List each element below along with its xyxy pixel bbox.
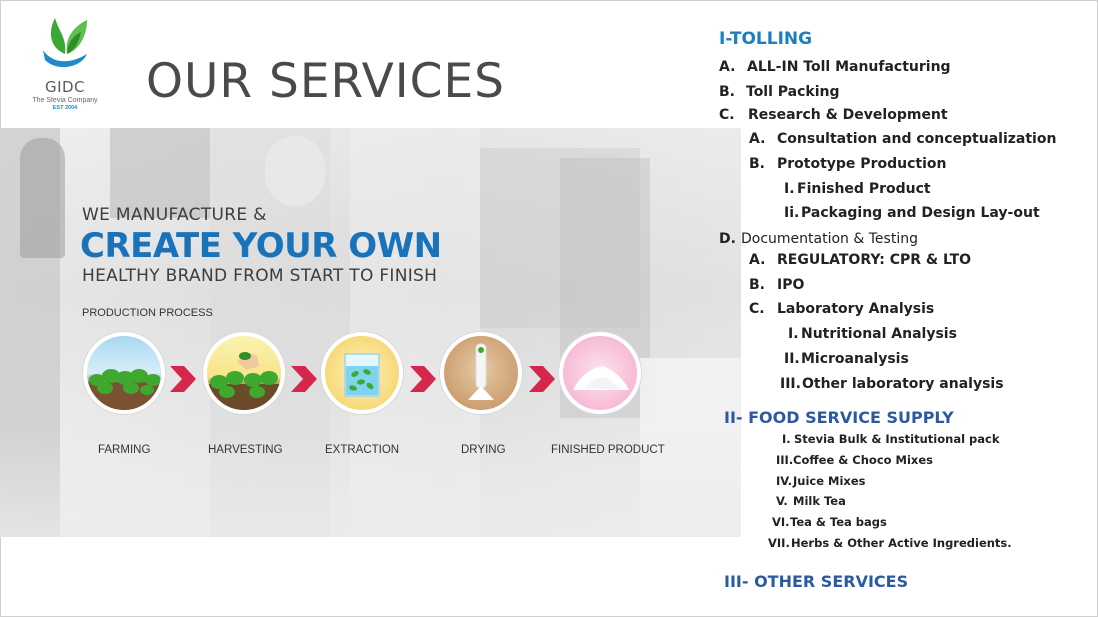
list-item: I.Nutritional Analysis	[788, 326, 957, 342]
process-label: PRODUCTION PROCESS	[82, 307, 213, 319]
list-item: VII.Herbs & Other Active Ingredients.	[768, 536, 1012, 550]
step-label-finished-product: FINISHED PRODUCT	[551, 444, 665, 456]
list-item: III.Other laboratory analysis	[780, 376, 1004, 392]
step-finished-product	[559, 332, 641, 432]
list-item: B.IPO	[749, 277, 805, 293]
step-label-harvesting: HARVESTING	[208, 444, 283, 456]
logo-brand-name: GIDC	[44, 78, 86, 96]
step-drying	[440, 332, 522, 432]
section-heading-other-services: III- OTHER SERVICES	[724, 572, 909, 591]
banner-line-2: CREATE YOUR OWN	[80, 226, 442, 266]
list-item: I.Finished Product	[784, 181, 931, 197]
list-item: II.Microanalysis	[784, 351, 909, 367]
list-item: A.REGULATORY: CPR & LTO	[749, 252, 972, 268]
arrow-right-icon	[291, 366, 317, 392]
banner-line-3: HEALTHY BRAND FROM START TO FINISH	[82, 266, 438, 286]
list-item: A.ALL-IN Toll Manufacturing	[719, 59, 951, 75]
arrow-right-icon	[529, 366, 555, 392]
leaf-hand-logo-icon	[43, 18, 87, 68]
powder-pile-icon	[573, 366, 629, 390]
water-glass-leaves-icon	[344, 353, 380, 397]
logo-tagline: The Stevia Company	[32, 97, 98, 104]
list-item: C.Laboratory Analysis	[749, 301, 935, 317]
logo-established: EST 2004	[52, 105, 78, 111]
step-extraction	[321, 332, 403, 432]
step-farming	[83, 332, 165, 432]
list-item: C.Research & Development	[719, 107, 948, 123]
list-item: III.Coffee & Choco Mixes	[776, 453, 933, 467]
step-label-drying: DRYING	[461, 444, 506, 456]
step-harvesting	[203, 332, 285, 432]
list-item: IV.Juice Mixes	[776, 474, 866, 488]
section-heading-tolling: I-TOLLING	[719, 29, 813, 49]
list-item: VI.Tea & Tea bags	[772, 515, 887, 529]
list-item: V.Milk Tea	[776, 494, 846, 508]
list-item: Ii.Packaging and Design Lay-out	[784, 205, 1040, 221]
section-heading-food-service: II- FOOD SERVICE SUPPLY	[724, 408, 954, 427]
list-item: D.Documentation & Testing	[719, 231, 918, 247]
list-item: A.Consultation and conceptualization	[749, 131, 1057, 147]
page-title: OUR SERVICES	[146, 54, 505, 109]
arrow-right-icon	[170, 366, 196, 392]
step-label-farming: FARMING	[98, 444, 151, 456]
list-item: I.Stevia Bulk & Institutional pack	[782, 432, 1000, 446]
banner-line-1: WE MANUFACTURE &	[82, 205, 267, 225]
list-item: B.Toll Packing	[719, 84, 840, 100]
list-item: B.Prototype Production	[749, 156, 947, 172]
company-logo: GIDC The Stevia Company EST 2004	[24, 10, 106, 120]
arrow-right-icon	[410, 366, 436, 392]
drying-tube-icon	[468, 343, 494, 400]
step-label-extraction: EXTRACTION	[325, 444, 400, 456]
